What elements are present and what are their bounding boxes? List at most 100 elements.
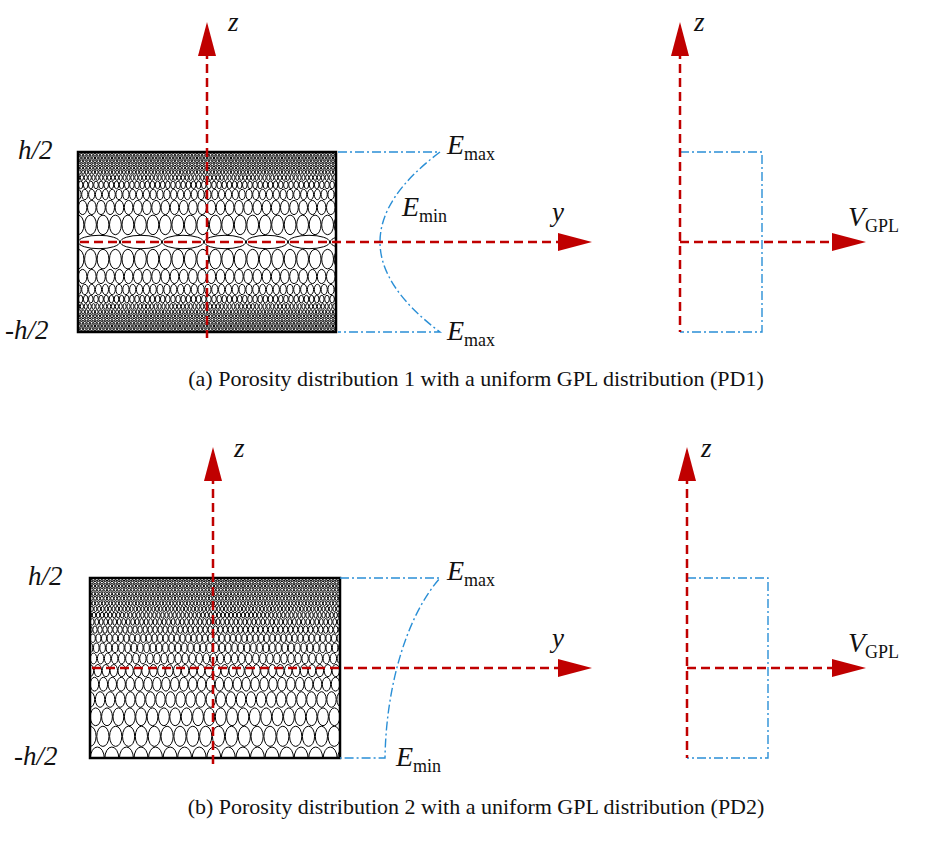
pore (198, 189, 204, 199)
pore (310, 318, 313, 321)
pore (162, 154, 165, 157)
pore (197, 601, 200, 606)
pore (320, 325, 323, 328)
pore (82, 170, 85, 174)
pore (302, 304, 305, 310)
pore (247, 588, 250, 591)
pore (158, 596, 161, 600)
pore (329, 304, 332, 310)
pore (136, 601, 139, 606)
pore (130, 189, 136, 199)
pore (321, 304, 324, 310)
pore (321, 315, 324, 318)
pore (294, 166, 297, 169)
pore (133, 592, 136, 596)
pore (199, 328, 202, 331)
pore (179, 596, 182, 600)
pore (107, 166, 110, 169)
pore (126, 310, 129, 314)
pore (255, 585, 258, 588)
pore (109, 601, 112, 606)
pore (299, 585, 302, 588)
pore (148, 315, 151, 318)
pore (274, 166, 277, 169)
pore (284, 322, 287, 325)
pore (197, 318, 200, 321)
pore (257, 154, 260, 157)
pore (152, 269, 161, 283)
pore (214, 585, 217, 588)
pore (97, 596, 100, 600)
pore (207, 200, 216, 214)
pore (328, 166, 331, 169)
pore (186, 295, 191, 303)
pore (209, 304, 212, 310)
pore (269, 170, 272, 174)
pore (265, 163, 268, 166)
pore (260, 189, 266, 199)
pore (225, 189, 231, 199)
pore (169, 588, 172, 591)
pore (102, 170, 105, 174)
pore (88, 175, 91, 181)
pore (157, 157, 160, 160)
pore (157, 592, 160, 596)
pore (97, 200, 106, 214)
pore (275, 175, 278, 181)
pore (260, 581, 263, 584)
pore (314, 295, 319, 303)
pore (228, 318, 231, 321)
pore (104, 154, 107, 157)
pore (209, 322, 212, 325)
pore (199, 588, 202, 591)
pore (273, 189, 279, 199)
pore (153, 601, 156, 606)
pore (108, 304, 111, 310)
pore (227, 181, 232, 189)
pore (175, 328, 178, 331)
pore (109, 170, 112, 174)
pore (325, 166, 328, 169)
pore (194, 592, 197, 596)
pore (247, 315, 250, 318)
pore (155, 181, 160, 189)
pore (255, 325, 258, 328)
pore (199, 154, 202, 157)
pore (89, 310, 92, 314)
pore (90, 160, 93, 163)
pore (228, 325, 231, 328)
pore (250, 322, 253, 325)
pore (269, 163, 272, 166)
pore (107, 328, 110, 331)
pore (267, 304, 270, 310)
pore (126, 318, 129, 321)
pore (114, 315, 117, 318)
pore (298, 175, 301, 181)
pore (134, 322, 137, 325)
pore (267, 322, 270, 325)
pore (104, 322, 107, 325)
pore (146, 592, 149, 596)
pore (136, 318, 139, 321)
pore (92, 585, 95, 588)
pore (213, 160, 216, 163)
pore (114, 154, 117, 157)
pore (194, 163, 197, 166)
pore (163, 592, 166, 596)
pore (308, 200, 317, 214)
pore (287, 166, 290, 169)
pore (175, 588, 178, 591)
pore (247, 160, 250, 163)
pore (148, 154, 151, 157)
pore (306, 157, 309, 160)
pore (208, 157, 211, 160)
pore (271, 304, 274, 310)
pore (301, 166, 304, 169)
pore (286, 304, 289, 310)
pore (136, 325, 139, 328)
pore (281, 588, 284, 591)
pore (82, 189, 88, 199)
pore (203, 596, 206, 600)
pore (325, 322, 328, 325)
pore (233, 588, 236, 591)
